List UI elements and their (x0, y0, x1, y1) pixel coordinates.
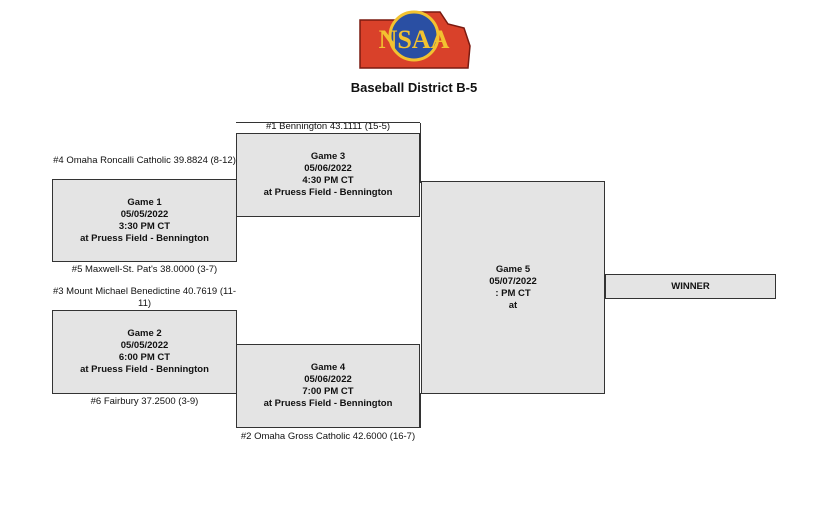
game-5-date: 05/07/2022 (489, 275, 537, 287)
team-seed1: #1 Bennington 43.1111 (15-5) (265, 121, 391, 132)
game-4-time: 7:00 PM CT (302, 386, 354, 397)
page-title: Baseball District B-5 (350, 80, 478, 95)
game-3-time: 4:30 PM CT (302, 175, 354, 186)
game-2-name: Game 2 (127, 328, 162, 339)
game-2-box: Game 2 05/05/2022 6:00 PM CT at Pruess F… (52, 310, 237, 394)
game-2-date: 05/05/2022 (120, 340, 169, 351)
game-4-name: Game 4 (310, 362, 346, 373)
connector-seed1 (236, 122, 420, 123)
connector-g3-g5 (420, 123, 421, 183)
game-1-date: 05/05/2022 (120, 208, 169, 220)
game-3-box: Game 3 05/06/2022 4:30 PM CT at Pruess F… (236, 133, 420, 217)
game-4-box: Game 4 05/06/2022 7:00 PM CT at Pruess F… (236, 344, 420, 428)
team-seed4: #4 Omaha Roncalli Catholic 39.8824 (8-12… (53, 155, 236, 166)
connector-g4-g5 (420, 393, 421, 428)
game-5-site: at (508, 299, 518, 311)
game-3-name: Game 3 (310, 151, 346, 162)
game-5-name: Game 5 (495, 263, 531, 275)
game-2-site: at Pruess Field - Bennington (80, 364, 209, 375)
team-seed6: #6 Fairbury 37.2500 (3-9) (90, 396, 199, 407)
team-seed3: #3 Mount Michael Benedictine 40.7619 (11… (52, 286, 237, 309)
nsaa-logo: NSAA (359, 10, 471, 69)
game-2-time: 6:00 PM CT (118, 352, 171, 363)
game-1-name: Game 1 (127, 196, 162, 208)
game-4-site: at Pruess Field - Bennington (263, 398, 393, 409)
winner-box: WINNER (605, 274, 776, 299)
team-seed2: #2 Omaha Gross Catholic 42.6000 (16-7) (240, 431, 416, 442)
game-1-site: at Pruess Field - Bennington (80, 232, 209, 244)
game-3-date: 05/06/2022 (304, 163, 352, 174)
game-1-time: 3:30 PM CT (118, 220, 171, 232)
winner-label: WINNER (671, 280, 710, 292)
game-3-site: at Pruess Field - Bennington (263, 187, 393, 198)
team-seed5: #5 Maxwell-St. Pat's 38.0000 (3-7) (71, 264, 218, 275)
game-4-date: 05/06/2022 (304, 374, 352, 385)
game-5-box: Game 5 05/07/2022 : PM CT at (421, 181, 605, 394)
game-1-box: Game 1 05/05/2022 3:30 PM CT at Pruess F… (52, 179, 237, 262)
svg-text:NSAA: NSAA (379, 25, 450, 54)
game-5-time: : PM CT (495, 287, 531, 299)
